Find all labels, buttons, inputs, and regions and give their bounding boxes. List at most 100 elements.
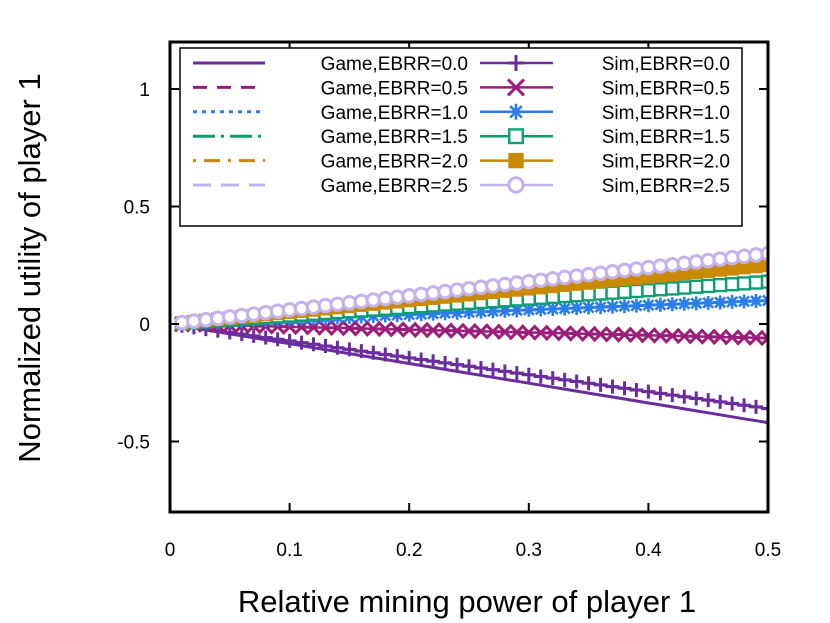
x-tick-label-1: 0.1 bbox=[276, 540, 302, 561]
sim-point-3-34 bbox=[581, 287, 596, 302]
sim-point-0-33 bbox=[569, 374, 584, 389]
sim-point-2-26 bbox=[485, 304, 500, 319]
sim-point-1-26 bbox=[484, 323, 501, 340]
x-tick-label-0: 0 bbox=[165, 540, 176, 561]
sim-point-0-27 bbox=[497, 364, 512, 379]
sim-point-0-14 bbox=[342, 342, 357, 357]
sim-point-0-5 bbox=[234, 327, 249, 342]
sim-point-1-30 bbox=[532, 324, 549, 341]
sim-point-0-34 bbox=[581, 376, 596, 391]
sim-series-0 bbox=[174, 318, 768, 416]
legend-marker-sim-5 bbox=[507, 176, 525, 194]
sim-point-1-13 bbox=[329, 319, 346, 337]
sim-point-1-48 bbox=[747, 329, 765, 346]
sim-point-1-24 bbox=[460, 322, 478, 340]
legend-marker-sim-3 bbox=[508, 128, 525, 145]
sim-point-0-41 bbox=[665, 388, 680, 403]
sim-point-0-48 bbox=[749, 399, 764, 414]
sim-point-1-37 bbox=[616, 326, 633, 343]
sim-point-0-37 bbox=[617, 381, 632, 396]
sim-point-0-8 bbox=[270, 332, 285, 347]
sim-point-1-46 bbox=[724, 329, 741, 346]
sim-point-0-28 bbox=[509, 366, 524, 381]
y-tick-label-1: 0 bbox=[139, 315, 150, 336]
plot-data-group bbox=[173, 245, 768, 425]
sim-point-1-47 bbox=[736, 329, 753, 346]
sim-point-3-39 bbox=[641, 283, 656, 298]
sim-point-0-36 bbox=[605, 379, 620, 394]
sim-point-2-42 bbox=[677, 296, 692, 311]
sim-point-3-33 bbox=[569, 288, 584, 303]
sim-point-2-24 bbox=[462, 305, 476, 320]
x-tick-label-3: 0.3 bbox=[516, 540, 542, 561]
sim-point-1-39 bbox=[640, 327, 657, 344]
sim-point-1-17 bbox=[377, 321, 394, 338]
legend-label-sim-1: Sim,EBRR=0.5 bbox=[602, 78, 730, 99]
sim-point-2-48 bbox=[749, 293, 764, 308]
sim-point-1-43 bbox=[688, 328, 705, 345]
sim-point-0-17 bbox=[378, 347, 393, 362]
sim-point-0-44 bbox=[701, 393, 716, 408]
legend-label-sim-5: Sim,EBRR=2.5 bbox=[602, 176, 730, 197]
sim-point-1-14 bbox=[341, 320, 358, 337]
sim-point-0-39 bbox=[641, 384, 656, 399]
sim-point-1-23 bbox=[448, 322, 466, 339]
sim-point-0-46 bbox=[725, 396, 740, 411]
legend-label-game-5: Game,EBRR=2.5 bbox=[321, 176, 468, 197]
sim-point-2-31 bbox=[545, 301, 560, 316]
sim-point-2-28 bbox=[509, 303, 524, 318]
sim-point-1-49 bbox=[759, 330, 768, 347]
sim-point-2-35 bbox=[593, 300, 608, 315]
sim-point-2-37 bbox=[617, 299, 632, 314]
sim-point-0-32 bbox=[557, 372, 572, 387]
x-tick-label-4: 0.4 bbox=[635, 540, 662, 561]
legend-label-sim-3: Sim,EBRR=1.5 bbox=[602, 127, 730, 148]
y-axis-title: Normalized utility of player 1 bbox=[12, 73, 47, 462]
sim-point-0-9 bbox=[282, 333, 297, 348]
sim-point-3-35 bbox=[593, 286, 608, 301]
sim-point-3-42 bbox=[677, 280, 692, 295]
legend-label-game-2: Game,EBRR=1.0 bbox=[321, 103, 468, 124]
sim-point-1-32 bbox=[556, 325, 573, 342]
legend-label-sim-2: Sim,EBRR=1.0 bbox=[602, 103, 730, 124]
legend-box bbox=[179, 47, 743, 227]
sim-point-3-45 bbox=[713, 277, 728, 293]
sim-point-1-16 bbox=[365, 320, 382, 337]
sim-point-1-27 bbox=[496, 323, 513, 340]
sim-point-1-19 bbox=[401, 321, 418, 338]
sim-point-1-28 bbox=[508, 324, 525, 341]
sim-point-3-48 bbox=[748, 275, 764, 290]
sim-point-0-16 bbox=[366, 345, 381, 360]
sim-point-0-38 bbox=[629, 382, 644, 397]
sim-point-0-30 bbox=[533, 369, 548, 384]
y-tick-label-2: 0.5 bbox=[124, 198, 150, 219]
sim-point-0-42 bbox=[677, 389, 692, 404]
sim-point-0-13 bbox=[330, 340, 345, 355]
sim-point-4-49 bbox=[761, 258, 768, 273]
y-tick-label-3: 1 bbox=[139, 80, 150, 101]
game-line-0 bbox=[181, 324, 768, 425]
sim-point-2-36 bbox=[605, 299, 620, 314]
sim-point-0-24 bbox=[462, 359, 476, 374]
sim-point-2-41 bbox=[665, 297, 680, 312]
x-tick-label-5: 0.5 bbox=[755, 540, 781, 561]
sim-point-1-31 bbox=[544, 324, 561, 342]
sim-point-3-36 bbox=[605, 285, 620, 300]
sim-point-3-40 bbox=[653, 282, 668, 297]
sim-point-1-35 bbox=[592, 326, 609, 343]
sim-point-1-15 bbox=[353, 320, 370, 337]
sim-point-1-33 bbox=[568, 325, 585, 342]
sim-point-0-49 bbox=[761, 401, 768, 416]
sim-point-2-19 bbox=[402, 307, 417, 322]
sim-point-0-15 bbox=[354, 344, 369, 359]
sim-point-2-22 bbox=[438, 306, 453, 321]
sim-point-1-25 bbox=[472, 323, 490, 340]
sim-point-1-34 bbox=[580, 325, 597, 342]
legend-label-game-0: Game,EBRR=0.0 bbox=[321, 54, 468, 75]
sim-point-2-45 bbox=[713, 295, 728, 310]
sim-point-1-20 bbox=[413, 321, 430, 338]
sim-point-1-40 bbox=[652, 327, 669, 344]
sim-point-3-47 bbox=[736, 276, 752, 291]
